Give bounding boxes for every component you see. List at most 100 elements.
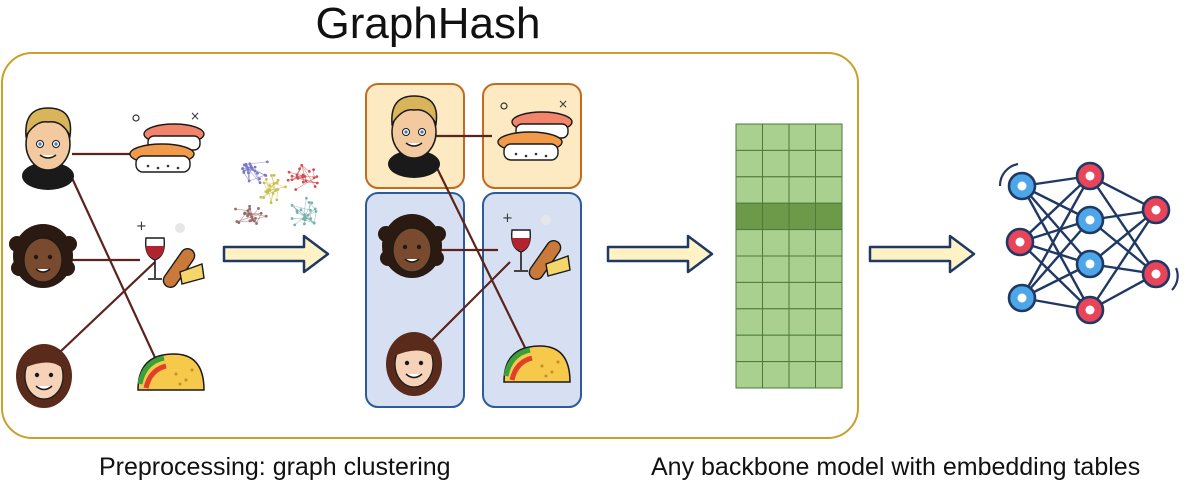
cluster-node: [265, 160, 269, 164]
embedding-cell: [815, 281, 843, 310]
nn-edge: [1020, 185, 1092, 311]
graph-clusters-icon: [234, 160, 319, 227]
embedding-cell: [788, 149, 816, 178]
cluster-node: [315, 181, 319, 185]
embedding-cell: [788, 176, 816, 204]
cluster-edge: [248, 169, 261, 183]
cluster-node: [268, 184, 272, 187]
cluster-node: [245, 164, 249, 168]
cluster-node: [270, 174, 273, 177]
cluster-node: [300, 163, 304, 167]
nn-node-center: [1085, 171, 1095, 181]
cluster-edge: [308, 202, 316, 210]
woman-avatar-icon: [8, 223, 78, 289]
cluster-node: [252, 219, 256, 223]
embedding-row-highlight: [815, 202, 843, 231]
nn-edge: [1019, 241, 1091, 311]
cluster-edge: [313, 211, 317, 224]
embedding-table: [735, 123, 843, 389]
nn-node-center: [1015, 237, 1025, 247]
clustered-graph: [365, 83, 582, 408]
cluster-node: [290, 217, 294, 220]
cluster-node: [310, 201, 314, 205]
embedding-cell: [762, 308, 790, 336]
arrow-icon: [606, 234, 714, 274]
cluster-node: [264, 174, 268, 177]
cluster-node: [241, 167, 244, 170]
embedding-cell: [815, 229, 843, 257]
embedding-cell: [788, 334, 816, 363]
cluster-edge: [252, 168, 261, 183]
cluster-node: [304, 216, 308, 220]
embedding-cell: [788, 255, 816, 283]
cluster-node: [295, 173, 299, 177]
cluster-edge: [263, 182, 275, 184]
cluster-node: [275, 198, 279, 202]
embedding-cell: [735, 361, 763, 389]
cluster-node: [290, 178, 294, 182]
cluster-node: [242, 163, 246, 167]
woman-avatar-icon: [15, 343, 73, 409]
cluster-edge: [304, 219, 315, 224]
cluster-edge: [301, 165, 310, 172]
cluster-node: [257, 207, 260, 210]
cluster-node: [295, 211, 299, 214]
cluster-node: [248, 207, 252, 211]
cluster-node: [259, 195, 263, 199]
cluster-node: [235, 220, 239, 223]
cluster-node: [258, 181, 262, 185]
cluster-edge: [291, 205, 306, 217]
man-avatar-icon: [387, 95, 441, 179]
cluster-edge: [301, 165, 316, 187]
embedding-cell: [762, 281, 790, 310]
embedding-cell: [735, 176, 763, 204]
nn-edge: [1020, 175, 1092, 299]
cluster-node: [248, 162, 252, 166]
cluster-node: [258, 177, 261, 181]
cluster-edge: [276, 189, 279, 200]
embedding-cell: [815, 308, 843, 336]
cluster-node: [262, 181, 266, 185]
raw-graph: [8, 107, 204, 409]
cluster-node: [304, 196, 308, 200]
embedding-cell: [762, 361, 790, 389]
cluster-node: [256, 171, 259, 175]
embedding-cell: [735, 229, 763, 257]
embedding-cell: [735, 308, 763, 336]
cluster-node: [301, 175, 304, 179]
cluster-node: [307, 200, 311, 204]
cluster-node: [250, 167, 254, 171]
cluster-node: [248, 204, 251, 208]
cluster-node: [306, 213, 310, 217]
cluster-node: [275, 181, 279, 185]
cluster-edge: [236, 216, 252, 222]
cluster-node: [312, 176, 316, 180]
embedding-cell: [762, 255, 790, 283]
cluster-node: [249, 212, 253, 216]
taco-icon: [138, 354, 204, 390]
cluster-edge: [244, 164, 249, 173]
cluster-node: [242, 212, 246, 216]
arrow-icon: [868, 234, 976, 274]
cluster-edge: [243, 172, 250, 182]
cluster-node: [301, 180, 305, 184]
nn-node-center: [1085, 305, 1095, 315]
cluster-node: [301, 173, 305, 177]
embedding-row-highlight: [788, 202, 816, 231]
cluster-node: [290, 203, 294, 207]
cluster-node: [312, 221, 316, 225]
cluster-edge: [273, 183, 286, 188]
cluster-node: [309, 208, 312, 212]
cluster-edge: [305, 217, 315, 224]
cluster-node: [313, 207, 317, 211]
cluster-node: [272, 182, 276, 185]
nn-node-center: [1151, 269, 1161, 279]
nn-edge: [1088, 209, 1158, 311]
preprocessing-caption: Preprocessing: graph clustering: [99, 453, 451, 481]
cluster-node: [276, 188, 280, 191]
nn-edge: [1021, 219, 1091, 299]
cluster-node: [264, 177, 268, 181]
embedding-cell: [815, 123, 843, 151]
cluster-edge: [270, 193, 274, 203]
